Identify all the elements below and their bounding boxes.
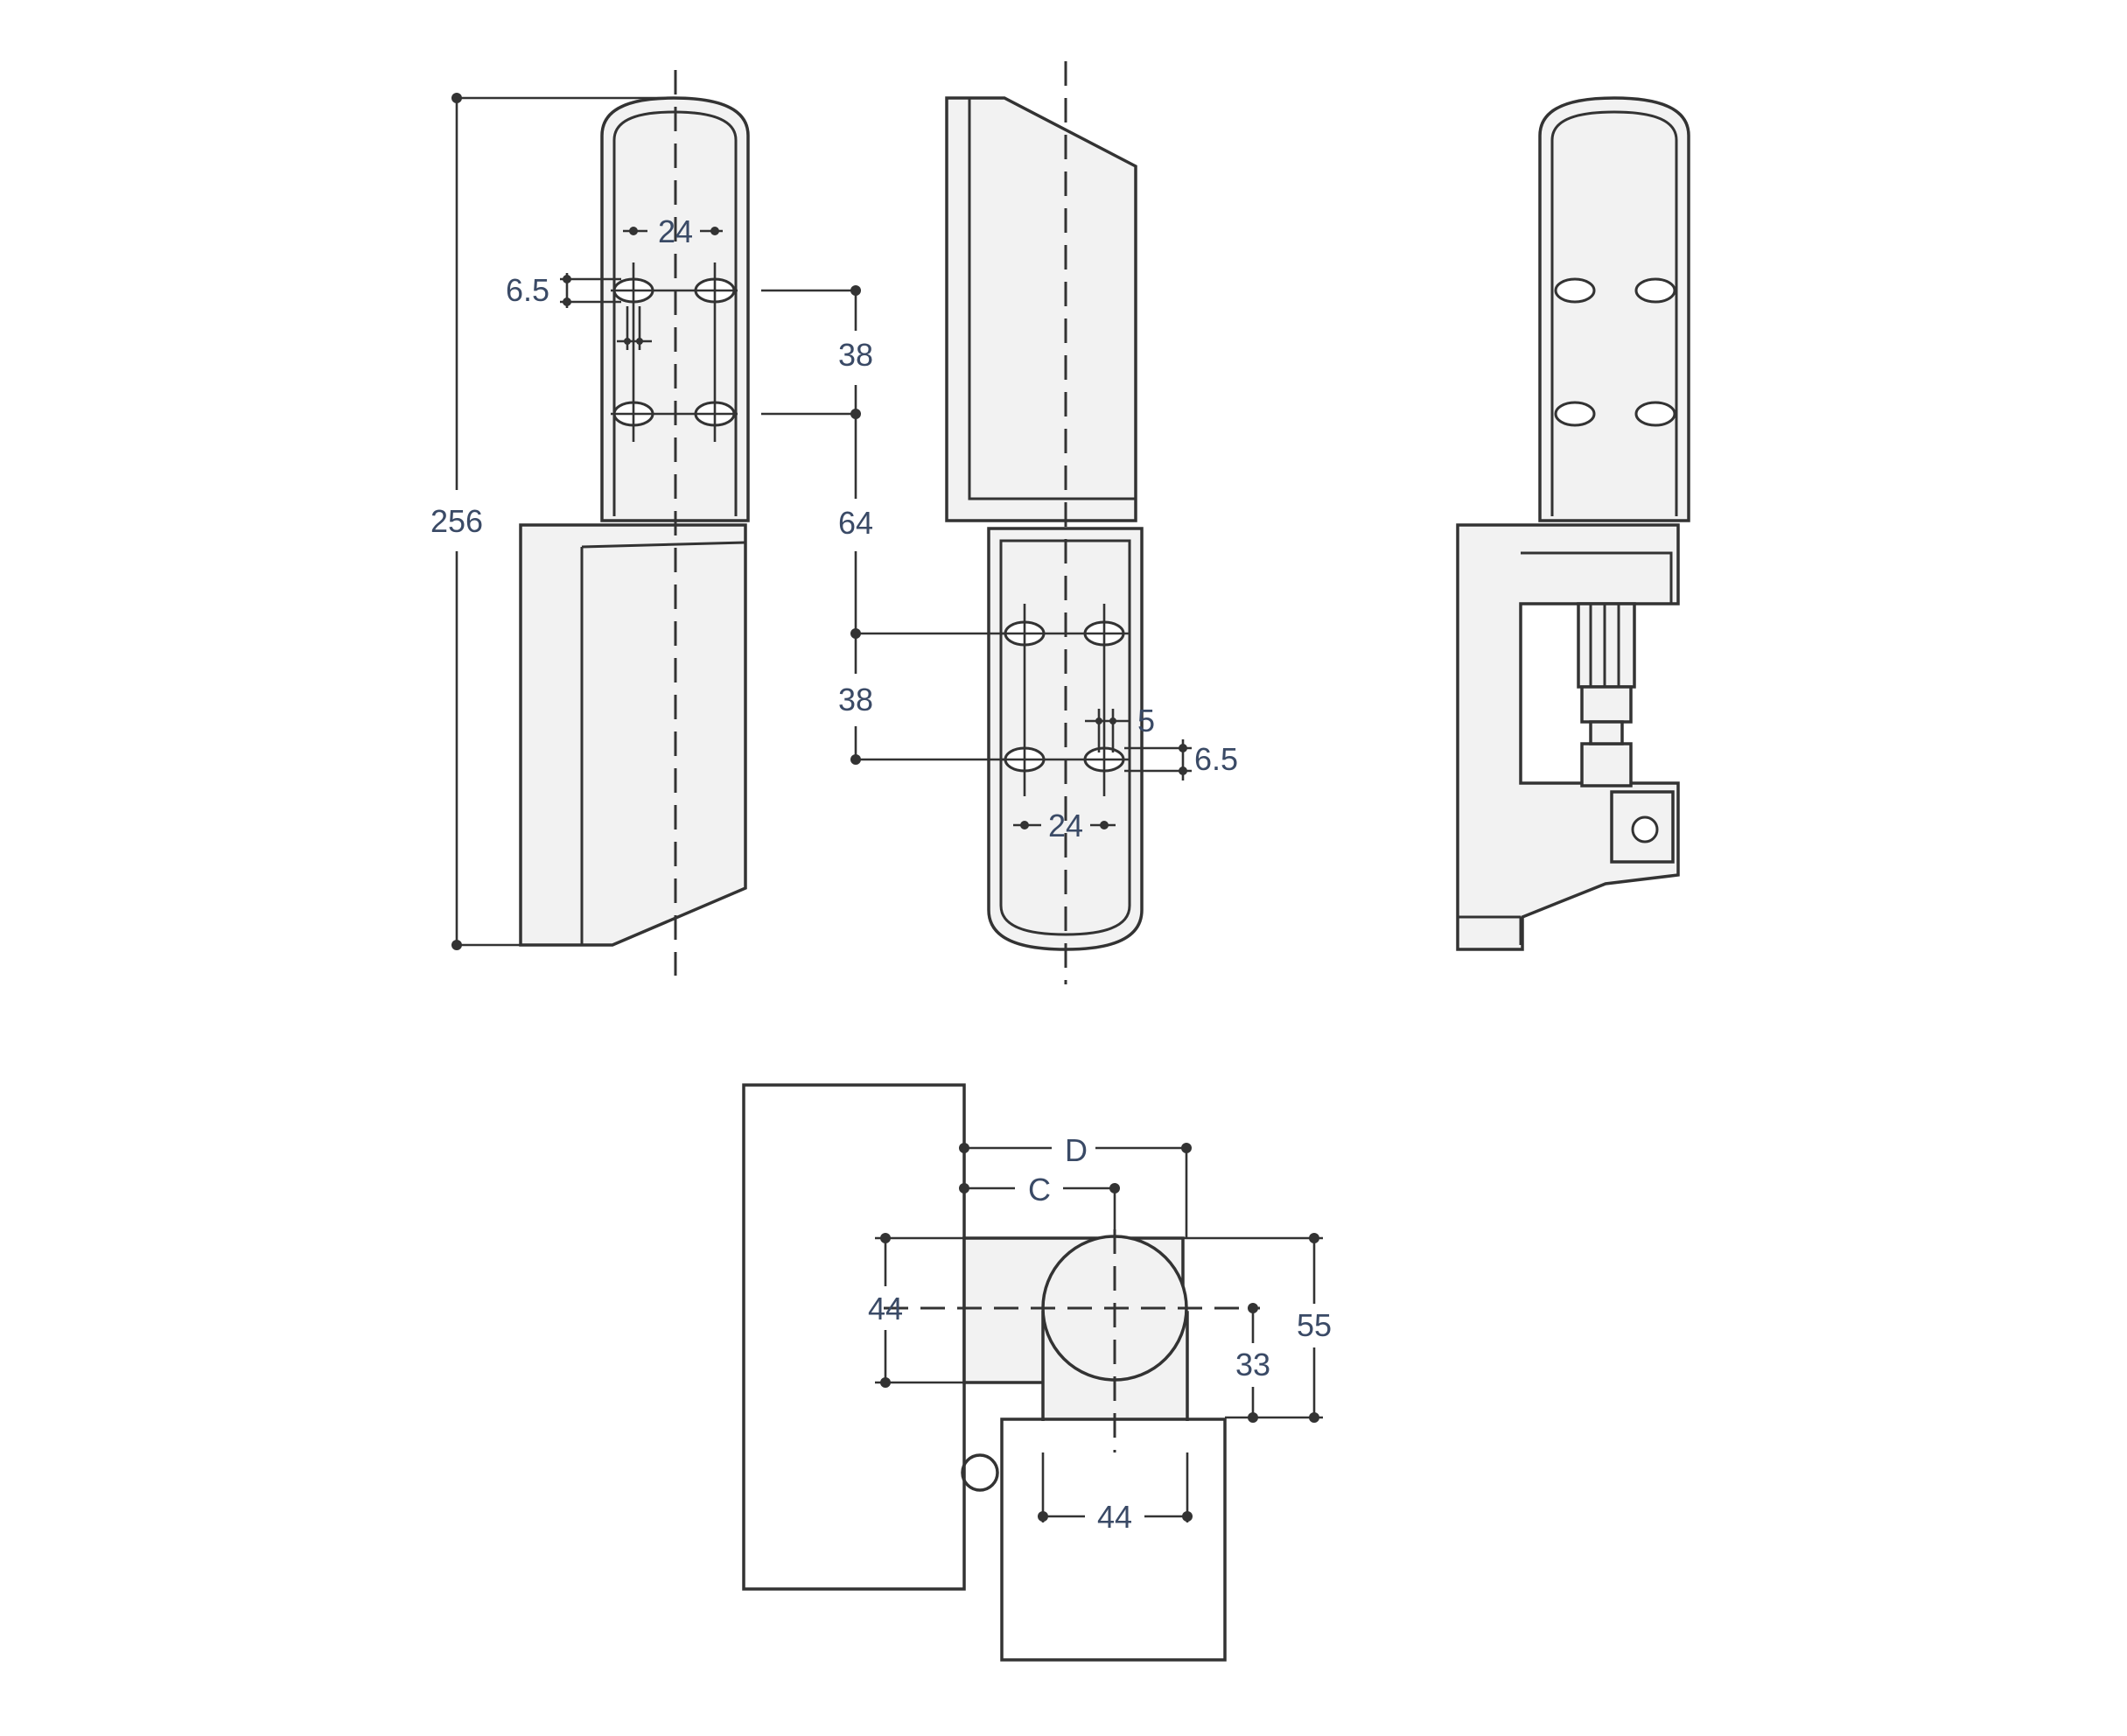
dimension-c: C: [959, 1085, 1120, 1229]
side-pin: [961, 1453, 999, 1492]
upper-body: [945, 96, 1137, 522]
dimension-6-5-top: 6.5: [506, 272, 621, 308]
end-frame-inner: [1458, 551, 1673, 945]
dimension-d: D: [959, 1132, 1192, 1238]
end-leaf-plate: [1538, 96, 1690, 522]
dimension-label-33: 33: [1235, 1347, 1270, 1382]
dimension-label-6-5-bottom: 6.5: [1194, 741, 1238, 777]
dimension-44-bottom: 44: [1038, 1452, 1193, 1535]
dimension-label-24-top: 24: [658, 214, 693, 249]
dimension-5: 5: [1085, 703, 1155, 752]
dimension-256: 256: [430, 93, 674, 950]
dimension-label-38-upper: 38: [838, 337, 873, 373]
slot-hole: [1634, 401, 1676, 427]
upper-body-inner-edge: [968, 98, 1136, 500]
front-view: 256 24 6.5: [430, 70, 750, 976]
dimension-slot-width-top: [617, 306, 652, 350]
dimension-33: 33: [1235, 1303, 1270, 1423]
dimension-38-upper: 38: [761, 285, 873, 419]
lower-leaf-inner-edge: [580, 541, 746, 945]
spring-shaft-detail: [1589, 604, 1620, 687]
frame-block: [742, 1083, 966, 1591]
side-view: 38 64 38 5 6.5: [761, 61, 1238, 984]
lower-leaf-body: [519, 523, 747, 947]
dimension-38-lower: 38: [838, 632, 1004, 765]
upper-leaf-inner-edge: [612, 110, 738, 516]
lower-leaf-inner-edge: [999, 539, 1131, 936]
slot-centerlines: [1002, 604, 1129, 796]
dimension-64: 64: [838, 414, 873, 639]
end-leaf-inner-edge: [1550, 110, 1678, 516]
dimension-label-256: 256: [430, 503, 483, 539]
dimension-label-d: D: [1065, 1132, 1088, 1168]
dimension-label-24-bottom: 24: [1048, 808, 1083, 844]
dimension-44-left: 44: [868, 1233, 964, 1388]
dimension-24-top: 24: [623, 214, 723, 249]
slot-centerlines: [611, 262, 738, 442]
door-block-fill: [1004, 1421, 1223, 1658]
dimension-6-5-bottom: 6.5: [1124, 739, 1238, 780]
dimension-55: 55: [1183, 1233, 1332, 1423]
slot-hole: [1554, 401, 1596, 427]
pivot-bolt: [1631, 816, 1659, 844]
plan-view: D C 44 55 33: [742, 1083, 1332, 1662]
end-view: [1456, 96, 1690, 951]
dimension-24-bottom: 24: [1013, 808, 1116, 844]
slot-hole: [1554, 277, 1596, 304]
dimension-label-5: 5: [1137, 703, 1155, 738]
dimension-label-64: 64: [838, 505, 873, 541]
dimension-label-6-5-top: 6.5: [506, 272, 549, 308]
slot-hole: [1634, 277, 1676, 304]
dimension-label-44-left: 44: [868, 1291, 903, 1326]
shaft-nut-lower: [1580, 742, 1633, 788]
dimension-label-55: 55: [1297, 1307, 1332, 1343]
shaft-nut-upper: [1580, 685, 1633, 724]
dimension-label-38-lower: 38: [838, 682, 873, 718]
end-frame-body: [1456, 523, 1680, 951]
dimension-label-c: C: [1028, 1172, 1051, 1208]
dimension-label-44-bottom: 44: [1097, 1499, 1132, 1535]
shaft-neck: [1589, 720, 1624, 746]
pivot-bracket: [1610, 790, 1675, 864]
spring-shaft: [1577, 602, 1636, 689]
